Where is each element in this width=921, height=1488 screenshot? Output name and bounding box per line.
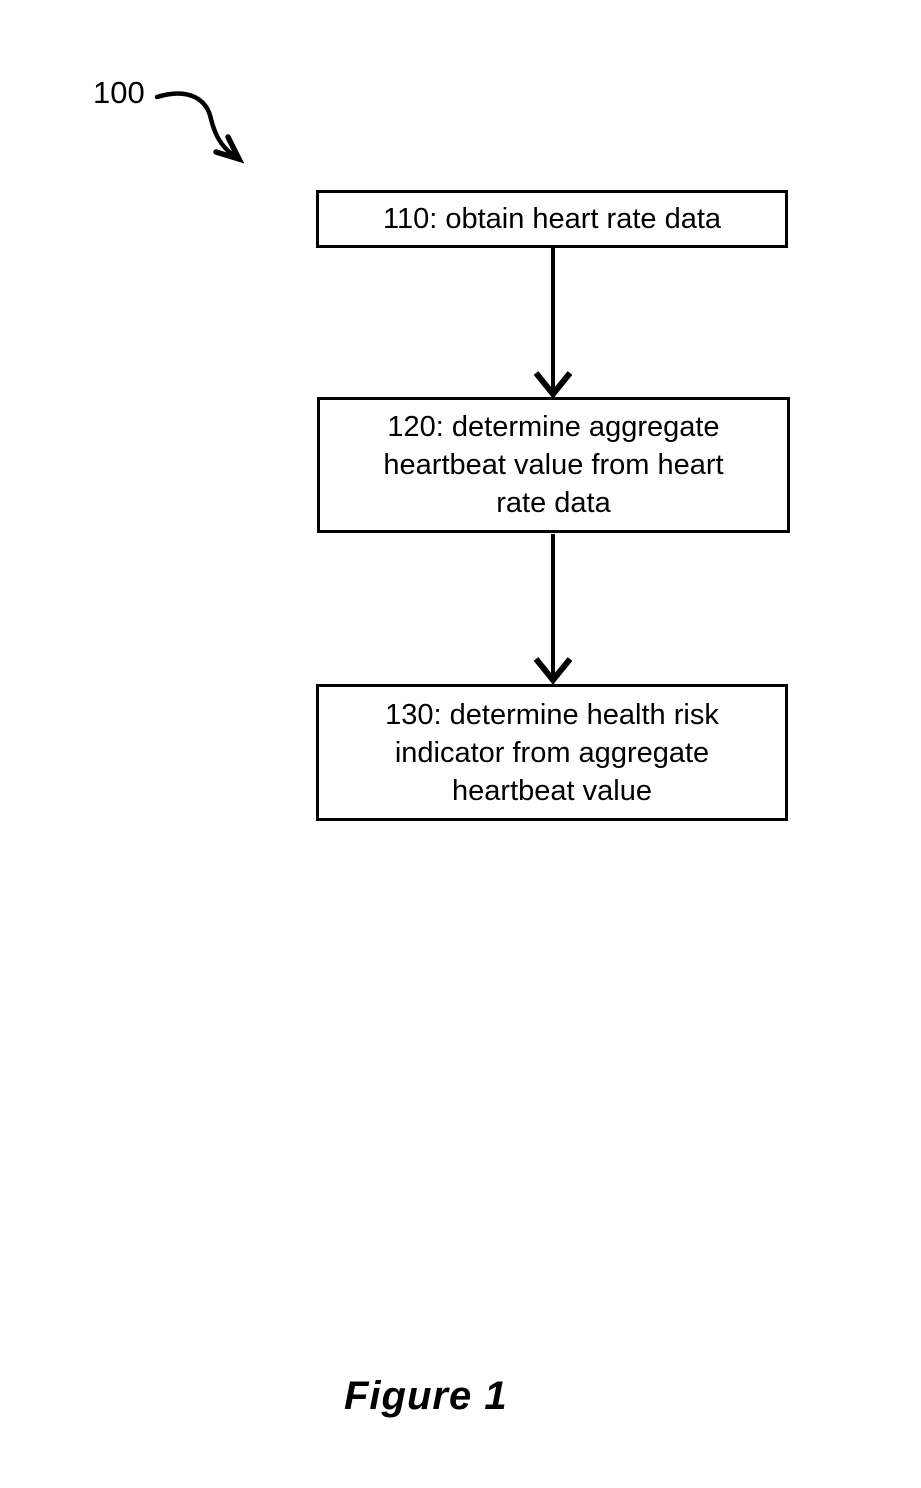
node-label-line: heartbeat value [452, 774, 652, 807]
flowchart-node-110: 110: obtain heart rate data [316, 190, 788, 248]
flowchart-node-130: 130: determine health risk indicator fro… [316, 684, 788, 821]
edge-110-120-arrow [533, 248, 573, 399]
figure-reference-number: 100 [93, 75, 145, 110]
figure-caption: Figure 1 [344, 1374, 508, 1418]
flowchart-node-120: 120: determine aggregate heartbeat value… [317, 397, 790, 533]
node-label-line: 130: determine health risk [385, 698, 719, 731]
node-label-line: rate data [496, 487, 611, 519]
node-label-line: heartbeat value from heart [383, 449, 724, 481]
node-label-line: 120: determine aggregate [387, 411, 720, 443]
edge-120-130-arrow [533, 534, 573, 685]
node-label-line: 110: obtain heart rate data [382, 203, 722, 235]
reference-leader-arrow [154, 91, 245, 164]
node-label-line: indicator from aggregate [394, 736, 710, 769]
